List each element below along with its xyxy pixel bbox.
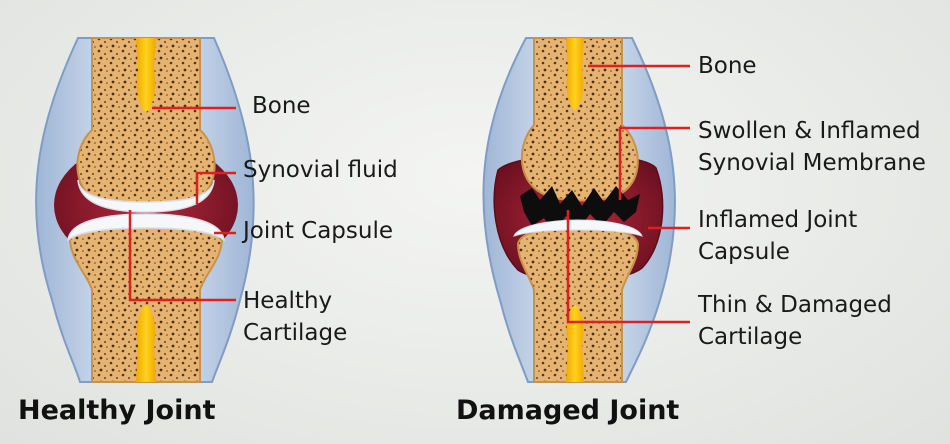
label-healthy-bone: Bone — [252, 91, 311, 122]
label-healthy-synovial-fluid: Synovial fluid — [243, 155, 398, 186]
label-damaged-cartilage-2: Cartilage — [698, 322, 802, 353]
label-damaged-bone: Bone — [698, 51, 757, 82]
title-healthy-joint: Healthy Joint — [18, 395, 216, 426]
healthy-joint-graphic — [36, 38, 254, 382]
title-damaged-joint: Damaged Joint — [456, 395, 679, 426]
label-damaged-membrane-1: Swollen & Inflamed — [698, 116, 921, 147]
damaged-upper-marrow — [566, 38, 584, 110]
healthy-lower-marrow — [136, 305, 156, 382]
label-damaged-capsule-1: Inflamed Joint — [698, 205, 857, 236]
label-damaged-capsule-2: Capsule — [698, 237, 790, 268]
damaged-joint-graphic — [483, 38, 675, 382]
label-healthy-joint-capsule: Joint Capsule — [243, 216, 393, 247]
label-damaged-membrane-2: Synovial Membrane — [698, 148, 926, 179]
label-healthy-cartilage-1: Healthy — [243, 286, 332, 317]
label-damaged-cartilage-1: Thin & Damaged — [698, 290, 892, 321]
label-healthy-cartilage-2: Cartilage — [243, 318, 347, 349]
